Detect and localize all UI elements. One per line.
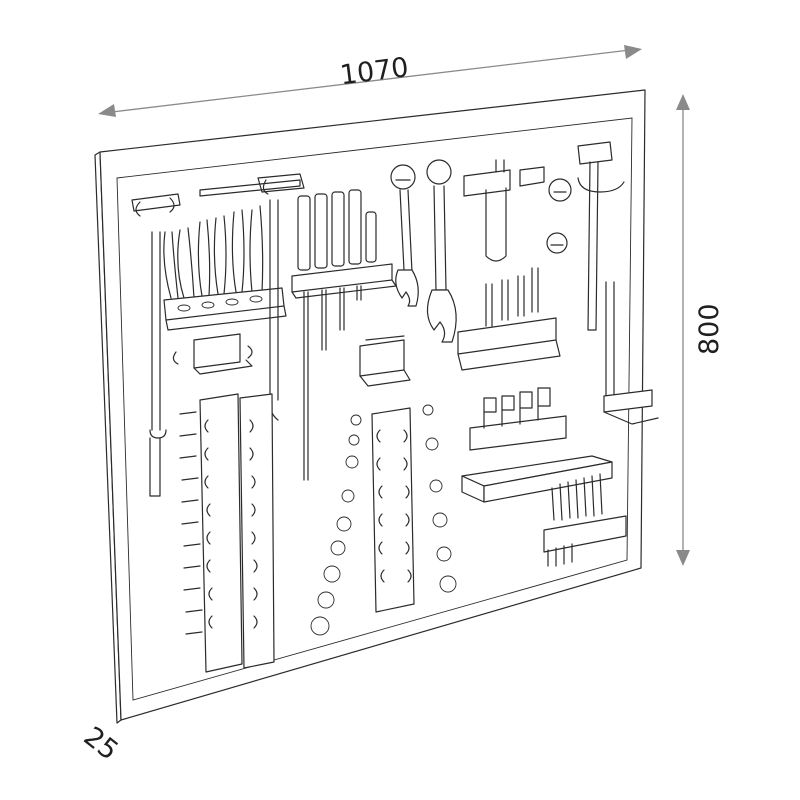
right-side-bracket xyxy=(603,281,659,425)
chisel-holder xyxy=(457,267,561,371)
long-hook-2 xyxy=(269,199,279,401)
screwdriver-holder xyxy=(291,189,397,481)
width-dimension-line xyxy=(111,49,631,113)
plier-6 xyxy=(249,205,264,293)
wrench-hook-1 xyxy=(390,164,416,190)
wrench-rack-left-slots xyxy=(204,419,213,629)
bit-3 xyxy=(519,391,533,409)
top-rail xyxy=(199,179,301,197)
bit-tray xyxy=(469,415,567,451)
depth-dimension: 25 xyxy=(78,721,124,767)
plier-4 xyxy=(213,215,227,295)
wrench-2-jaw xyxy=(426,289,457,343)
right-hook-bar xyxy=(257,173,305,193)
wrench-rack-left-plate xyxy=(199,393,243,673)
plier-1 xyxy=(163,231,179,299)
wrench-rack-left xyxy=(179,393,243,673)
screwdriver-shaft-2 xyxy=(321,289,327,351)
board-inner-border xyxy=(116,117,633,701)
hammer-handle xyxy=(587,161,599,331)
wrench-rack-mid-slots xyxy=(249,419,258,629)
hammer-hooks xyxy=(463,159,572,262)
pliers-set xyxy=(163,205,264,299)
bit-2 xyxy=(501,395,515,411)
small-bracket-left xyxy=(172,333,253,375)
bracket-left-face xyxy=(193,333,241,369)
hook-plate-1 xyxy=(463,169,511,197)
screwdriver-5 xyxy=(365,211,377,263)
height-label: 800 xyxy=(694,303,725,355)
screwdriver-2 xyxy=(314,193,328,269)
shelf-front xyxy=(483,461,613,503)
plier-holder xyxy=(131,173,305,331)
screwdriver-3 xyxy=(331,191,345,267)
bit-4 xyxy=(537,387,551,407)
wrench-hook-2 xyxy=(426,159,452,185)
hammer xyxy=(577,141,625,331)
right-long-hook xyxy=(605,281,615,397)
long-hook-1 xyxy=(151,231,161,431)
width-label: 1070 xyxy=(338,52,410,91)
wrench-rack-center-plate xyxy=(371,407,415,613)
height-arrow-bottom-icon xyxy=(676,550,690,566)
long-hook-1-end xyxy=(149,437,161,497)
height-arrow-top-icon xyxy=(676,94,690,110)
hammer-head xyxy=(577,141,613,165)
small-bracket-middle xyxy=(359,335,411,387)
wrench-rack-left-wrenches xyxy=(179,411,203,635)
plier-hook-bar xyxy=(131,193,181,212)
hammer-hook xyxy=(577,177,625,193)
hook-plate-2 xyxy=(519,166,545,187)
bit-1 xyxy=(483,397,497,413)
adjustable-wrenches xyxy=(390,159,457,343)
bracket-middle-face xyxy=(359,339,405,377)
shelf-tray xyxy=(461,455,613,503)
width-arrow-left-icon xyxy=(98,104,116,117)
screwdriver-shaft-3 xyxy=(339,287,345,331)
wrench-rack-center xyxy=(310,404,457,636)
ring-spanners xyxy=(310,404,457,636)
plier-3 xyxy=(197,219,211,297)
wrench-rack-mid-plate xyxy=(239,393,275,669)
right-bracket-plate xyxy=(603,389,653,413)
plier-5 xyxy=(231,209,245,293)
screwdriver-shaft-1 xyxy=(303,291,309,481)
wrench-rack-mid xyxy=(239,393,275,669)
allen-keys xyxy=(551,473,603,521)
wrench-1-jaw xyxy=(395,269,419,307)
plier-2 xyxy=(177,227,195,299)
width-arrow-right-icon xyxy=(624,45,642,59)
screwdriver-1 xyxy=(297,195,311,271)
round-hook-1 xyxy=(548,178,572,202)
wrench-rack-center-slots xyxy=(376,429,385,583)
allen-key-holder xyxy=(543,473,627,567)
hammer-hook-loop xyxy=(485,187,507,262)
round-hook-2 xyxy=(546,232,568,254)
bit-holder xyxy=(469,387,567,451)
allen-key-tray xyxy=(543,515,627,553)
height-dimension: 800 xyxy=(676,94,725,566)
depth-label: 25 xyxy=(78,721,124,767)
screwdriver-4 xyxy=(348,189,362,265)
screwdrivers xyxy=(297,189,377,271)
